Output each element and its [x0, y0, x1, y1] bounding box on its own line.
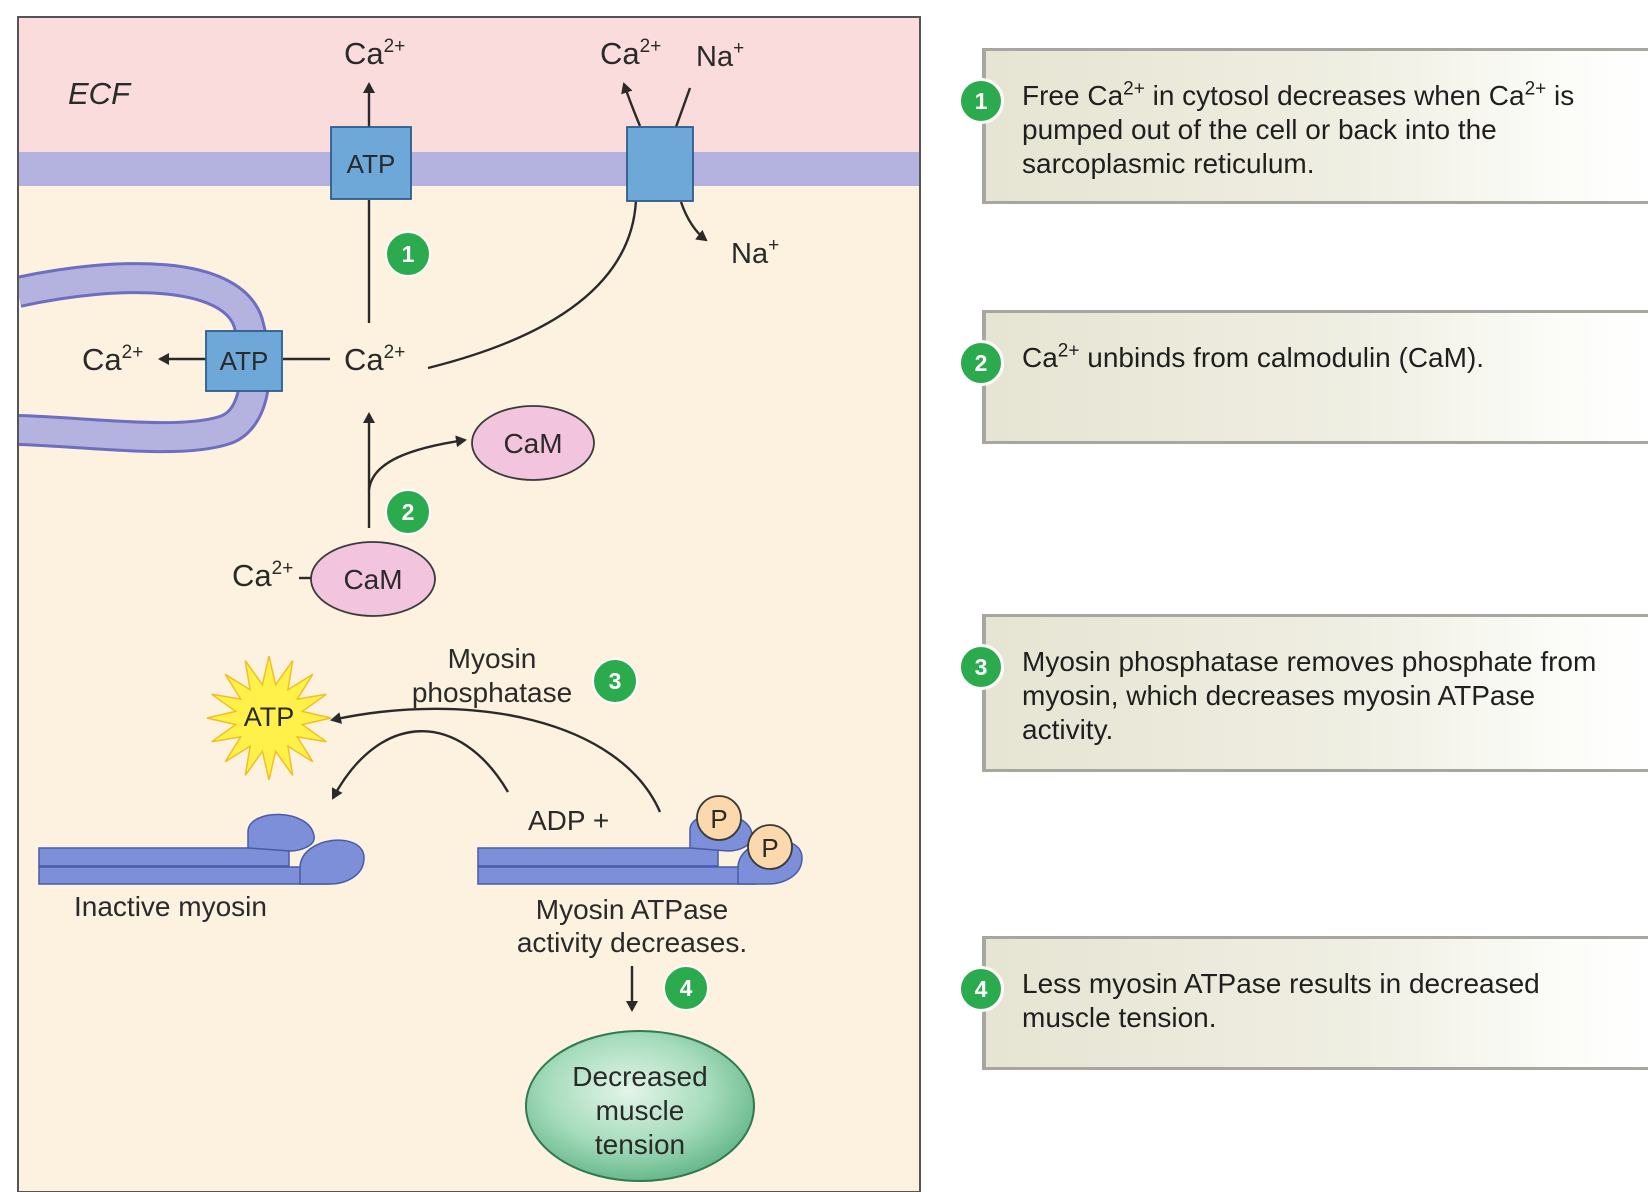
step-badge-4: 4 [663, 965, 709, 1011]
step-box-4: 4 Less myosin ATPase results in decrease… [958, 936, 1648, 1070]
step-box-4-text: Less myosin ATPase results in decreased … [1022, 968, 1540, 1033]
na-ca-exchanger [626, 126, 694, 202]
step-box-1-badge: 1 [958, 78, 1004, 124]
step-badge-1: 1 [385, 231, 431, 277]
phosphate-2 [747, 824, 793, 870]
arrow-phosphate-to-atp [330, 707, 662, 813]
bound-calmodulin: CaM [310, 541, 436, 617]
cell-panel [18, 17, 920, 1192]
exchanger-ca-out-label: Ca2+ [600, 36, 661, 71]
ecf-region [18, 17, 920, 152]
plasma-membrane-ca-pump: ATP [330, 126, 412, 200]
inactive-myosin [38, 813, 365, 885]
cytosol-region [18, 17, 920, 1192]
svg-text:4: 4 [680, 975, 693, 1001]
tension-line2: muscle [596, 1095, 685, 1126]
step-box-2-badge: 2 [958, 340, 1004, 386]
ecf-label: ECF [68, 76, 132, 111]
phosphorylated-myosin: P P [477, 795, 803, 885]
phosphate-1-label: P [710, 804, 727, 834]
bound-cam-label: CaM [343, 564, 402, 595]
myosin-phosphatase-line1: Myosin [448, 643, 537, 674]
step-box-3: 3 Myosin phosphatase removes phosphate f… [958, 614, 1648, 772]
pump-atp-label: ATP [347, 149, 396, 179]
cytosol-na-label: Na+ [731, 235, 779, 270]
step-box-4-badge: 4 [958, 966, 1004, 1012]
atp-burst: ATP [206, 655, 332, 781]
step-box-1-text: Free Ca2+ in cytosol decreases when Ca2+… [1022, 78, 1575, 179]
atpase-decreases-line1: Myosin ATPase [536, 894, 728, 925]
step-box-2-text: Ca2+ unbinds from calmodulin (CaM). [1022, 340, 1485, 373]
tension-line3: tension [595, 1129, 685, 1160]
adp-plus-label: ADP + [528, 805, 609, 836]
ecf-ca-pumped-label: Ca2+ [344, 36, 405, 71]
svg-text:2: 2 [402, 499, 415, 525]
atp-burst-label: ATP [244, 702, 295, 732]
sr-ca-pump: ATP [205, 330, 283, 392]
arrow-to-inactive-myosin [331, 730, 510, 800]
step-badge-3: 3 [592, 658, 638, 704]
sr-pump-atp-label: ATP [220, 346, 269, 376]
sr-lumen-ca-label: Ca2+ [82, 342, 143, 377]
svg-text:3: 3 [609, 668, 622, 694]
step-box-2: 2 Ca2+ unbinds from calmodulin (CaM). [958, 310, 1648, 444]
free-calmodulin: CaM [471, 405, 595, 481]
cytosol-ca-label: Ca2+ [344, 342, 405, 377]
arrow-ecf-na-in [674, 87, 692, 128]
ion-labels: Ca2+ Ca2+ Na+ Na+ Ca2+ Ca2+ Ca2+ [82, 36, 779, 593]
arrow-exchanger-na-out [679, 201, 708, 242]
phosphate-1 [696, 795, 742, 841]
phosphate-2-label: P [761, 833, 778, 863]
step-badge-2: 2 [385, 489, 431, 535]
arrow-ca-to-exchanger [427, 199, 638, 370]
atpase-decreases-line2: activity decreases. [517, 927, 747, 958]
cell-panel-border [17, 16, 921, 1192]
arrow-exchanger-ca-out [621, 82, 642, 127]
myosin-phosphatase-line2: phosphatase [412, 677, 572, 708]
step-box-1: 1 Free Ca2+ in cytosol decreases when Ca… [958, 48, 1648, 204]
pathway-arrows [158, 82, 708, 1012]
free-cam-label: CaM [503, 428, 562, 459]
ecf-na-label: Na+ [696, 38, 744, 73]
cell-membrane [18, 152, 920, 186]
decreased-tension-ellipse: Decreased muscle tension [525, 1030, 755, 1182]
inactive-myosin-label: Inactive myosin [74, 891, 267, 922]
tension-line1: Decreased [572, 1061, 707, 1092]
arrow-cam-free [367, 435, 467, 491]
svg-text:1: 1 [402, 241, 415, 267]
step-box-3-badge: 3 [958, 644, 1004, 690]
step-box-3-text: Myosin phosphatase removes phosphate fro… [1022, 646, 1597, 745]
bound-ca-label: Ca2+ [232, 558, 293, 593]
